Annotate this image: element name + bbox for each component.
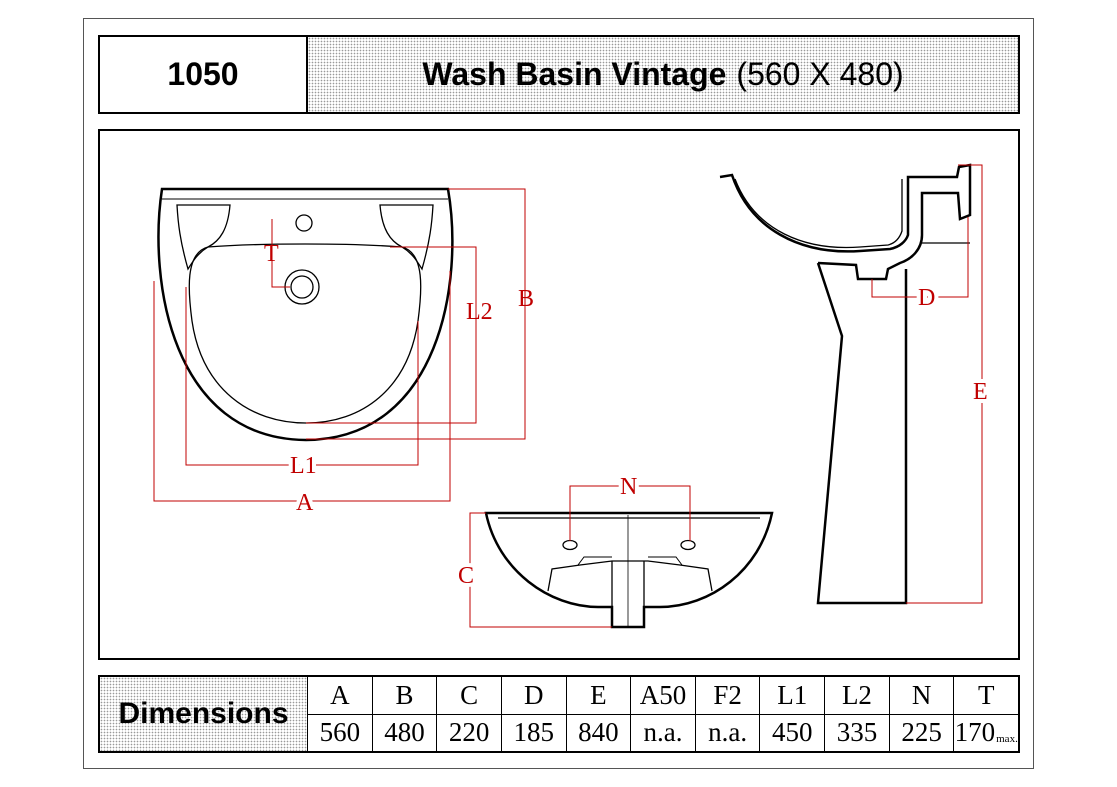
drain-outer xyxy=(284,269,320,305)
underside-rib xyxy=(547,560,713,592)
pedestal-outline xyxy=(816,262,908,605)
fixing-hole-left xyxy=(562,539,578,551)
drawing-canvas: T L2 B L1 A D E xyxy=(153,163,992,629)
dim-value: 185 xyxy=(513,717,554,748)
dim-value: 225 xyxy=(901,717,942,748)
dim-value: 450 xyxy=(772,717,813,748)
tap-hole xyxy=(295,214,313,232)
dim-value: 220 xyxy=(448,717,490,748)
dim-key: N xyxy=(889,677,954,715)
dim-key: L1 xyxy=(760,677,825,715)
label-n: N xyxy=(620,474,637,500)
basin-underside-outline xyxy=(484,511,774,629)
dim-key: D xyxy=(501,677,566,715)
side-view-dimensions xyxy=(871,164,983,604)
technical-drawing: T L2 B L1 A D E xyxy=(98,129,1020,660)
dim-value: 560 xyxy=(319,717,361,748)
dim-key: L2 xyxy=(825,677,889,715)
product-title: Wash Basin Vintage (560 X 480) xyxy=(308,37,1018,112)
label-l2: L2 xyxy=(466,299,493,325)
fixing-hole-right xyxy=(680,539,696,551)
top-view-dimensions xyxy=(153,188,526,502)
title-block: 1050 Wash Basin Vintage (560 X 480) xyxy=(98,35,1020,114)
dim-key: E xyxy=(566,677,631,715)
dim-key: T xyxy=(954,677,1019,715)
dim-key: A50 xyxy=(631,677,695,715)
dimensions-heading: Dimensions xyxy=(100,677,308,751)
dim-key: B xyxy=(372,677,437,715)
dim-key: C xyxy=(437,677,501,715)
basin-deck-outline-right xyxy=(379,204,434,271)
label-e: E xyxy=(973,379,988,405)
dim-value: n.a. xyxy=(643,717,683,748)
basin-outer-outline xyxy=(157,187,454,442)
product-name: Wash Basin Vintage xyxy=(422,56,727,92)
dim-value: 480 xyxy=(384,717,425,748)
basin-section-outline xyxy=(719,163,972,281)
top-view xyxy=(157,187,454,442)
label-a: A xyxy=(296,490,314,516)
dim-value: 840 xyxy=(578,717,619,748)
label-l1: L1 xyxy=(290,453,317,479)
label-t: T xyxy=(264,241,279,267)
basin-deck-outline xyxy=(176,204,231,271)
label-c: C xyxy=(458,563,474,589)
underside-rib-inner xyxy=(577,556,683,566)
dim-value: n.a. xyxy=(708,717,748,748)
dim-value: 335 xyxy=(836,717,878,748)
basin-bowl-outline xyxy=(188,243,422,424)
product-size: (560 X 480) xyxy=(736,56,904,92)
label-b: B xyxy=(518,286,534,312)
drawing-sheet xyxy=(83,18,1034,769)
bottom-view-dimensions xyxy=(469,485,691,628)
side-view xyxy=(719,163,972,605)
bottom-view xyxy=(484,511,774,629)
product-code: 1050 xyxy=(100,37,308,112)
dim-key: A xyxy=(308,677,372,715)
dim-key: F2 xyxy=(695,677,760,715)
label-d: D xyxy=(918,285,935,311)
drain-inner xyxy=(290,275,314,299)
basin-section-inner xyxy=(734,178,903,249)
dim-unit: max. xyxy=(996,733,1018,745)
